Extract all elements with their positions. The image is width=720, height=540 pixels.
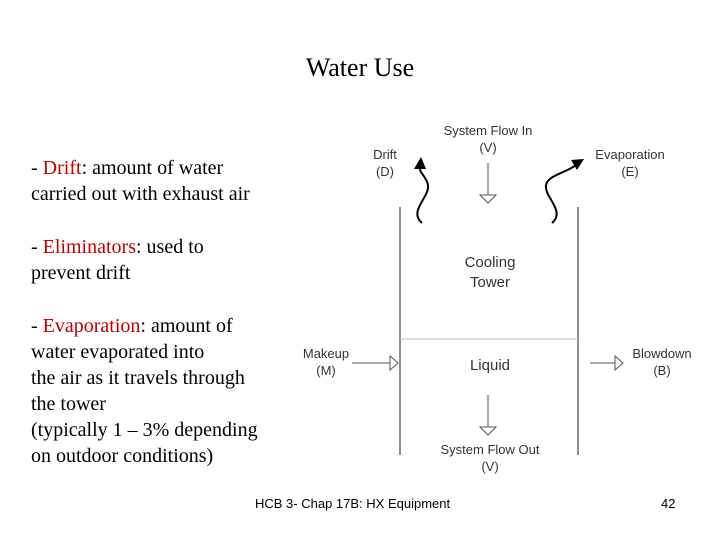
evaporation-arrow: [544, 159, 584, 224]
cooling-tower-text: Cooling: [464, 254, 516, 271]
drift-text: Drift: [373, 147, 397, 162]
bullet-text: water evaporated into: [31, 341, 205, 363]
makeup-arrow: [352, 354, 399, 372]
system-flow-out-code: (V): [481, 459, 499, 474]
blowdown-code: (B): [653, 363, 671, 378]
bullet-text: the air as it travels through: [31, 367, 245, 389]
drift-arrow: [414, 157, 430, 224]
makeup-label: Makeup (M): [294, 345, 358, 379]
bullet-evaporation: - Evaporation: amount of water evaporate…: [31, 313, 258, 469]
slide-footer: HCB 3- Chap 17B: HX Equipment: [255, 496, 451, 511]
bullet-drift: - Drift: amount of water carried out wit…: [31, 155, 250, 207]
evaporation-label: Evaporation (E): [580, 146, 680, 180]
bullet-text: : amount of water: [81, 157, 224, 179]
bullet-text: prevent drift: [31, 262, 131, 284]
bullet-text: on outdoor conditions): [31, 445, 214, 467]
diagram-graphics: [352, 157, 624, 455]
blowdown-label: Blowdown (B): [622, 345, 702, 379]
blowdown-text: Blowdown: [632, 346, 692, 361]
liquid-label: Liquid: [469, 357, 511, 374]
evaporation-code: (E): [621, 164, 639, 179]
bullet-text: : amount of: [140, 315, 233, 337]
bullet-eliminators: - Eliminators: used to prevent drift: [31, 234, 204, 286]
bullet-prefix: -: [31, 236, 43, 258]
system-flow-in-label: System Flow In (V): [428, 122, 548, 156]
bullet-text: (typically 1 – 3% depending: [31, 419, 258, 441]
term-eliminators: Eliminators: [42, 236, 136, 258]
makeup-code: (M): [316, 363, 336, 378]
system-flow-in-text: System Flow In: [443, 123, 533, 138]
blowdown-arrow: [590, 354, 624, 372]
bullet-text: the tower: [31, 393, 106, 415]
term-drift: Drift: [42, 157, 82, 179]
page-number: 42: [661, 496, 676, 511]
term-evaporation: Evaporation: [42, 315, 141, 337]
slide-title: Water Use: [305, 53, 415, 82]
bullet-text: : used to: [136, 236, 204, 258]
system-flow-in-arrow: [478, 163, 498, 204]
bullet-prefix: -: [31, 157, 43, 179]
system-flow-out-text: System Flow Out: [440, 442, 540, 457]
makeup-text: Makeup: [302, 346, 350, 361]
system-flow-out-label: System Flow Out (V): [420, 441, 560, 475]
bullet-text: carried out with exhaust air: [31, 183, 250, 205]
drift-label: Drift (D): [360, 146, 410, 180]
cooling-tower-label: Cooling Tower: [450, 253, 530, 293]
cooling-tower-diagram: System Flow In (V) Drift (D) Evaporation…: [290, 115, 710, 485]
system-flow-in-code: (V): [479, 140, 497, 155]
system-flow-out-arrow: [478, 395, 498, 436]
evaporation-text: Evaporation: [595, 147, 665, 162]
cooling-tower-text-2: Tower: [469, 274, 510, 291]
drift-code: (D): [375, 164, 395, 179]
bullet-prefix: -: [31, 315, 43, 337]
